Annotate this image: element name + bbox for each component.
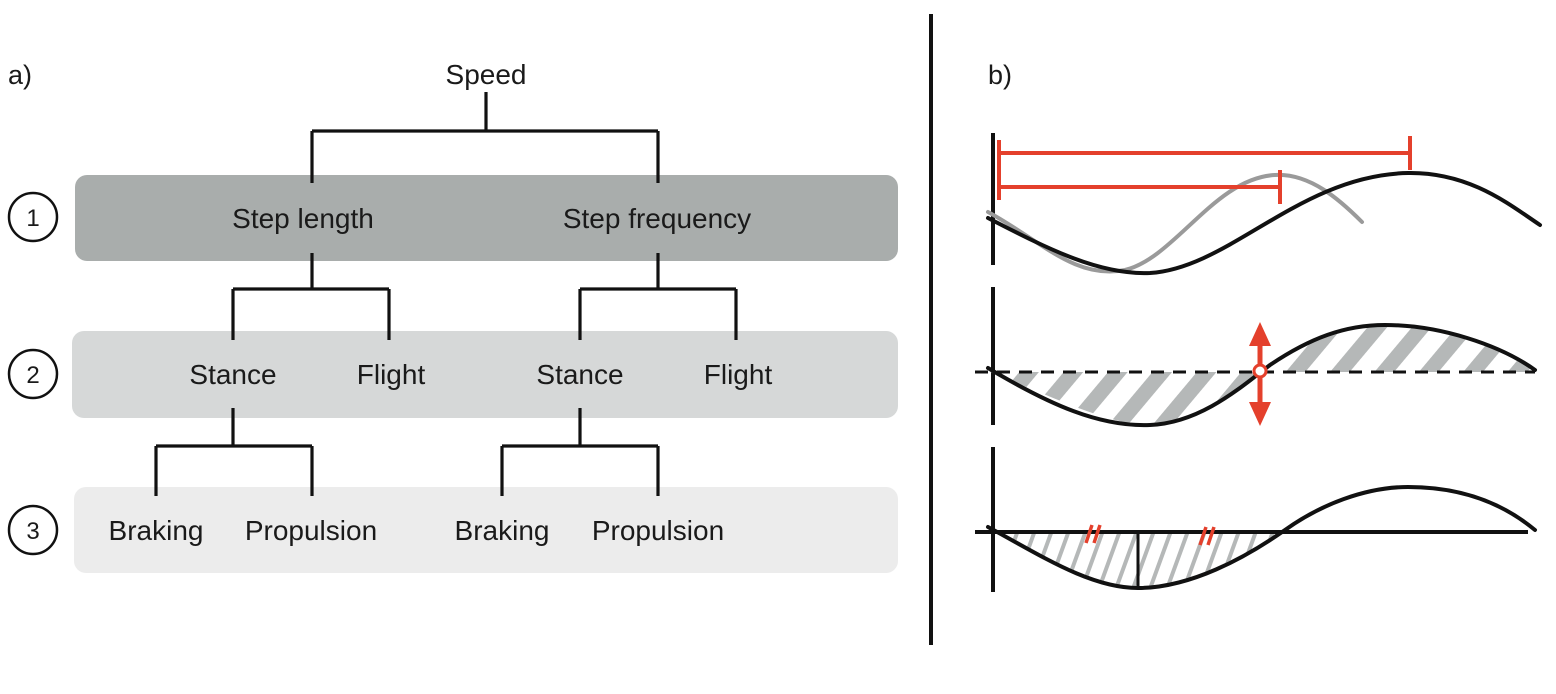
node-propulsion-2: Propulsion [592,515,724,546]
level-3-circle [7,504,59,556]
level-3-number: 3 [26,518,39,545]
node-flight-2: Flight [704,359,773,390]
level-1-circle [7,191,59,243]
black-curve-row-2 [986,322,1537,428]
level-1-band [75,175,898,261]
stance-area-hatch [995,532,1280,588]
node-step-frequency: Step frequency [563,203,751,234]
black-curve-row-1 [986,170,1542,276]
period-brackets [997,136,1412,204]
node-braking-2: Braking [455,515,550,546]
equal-mark-left [1084,524,1102,544]
node-step-length: Step length [232,203,374,234]
node-flight-1: Flight [357,359,426,390]
panel-a-label: a) [8,60,32,90]
level-1-number: 1 [26,205,39,232]
positive-area-hatch [1262,325,1535,372]
row-1-curves [986,170,1542,276]
crossing-point-marker [1252,363,1268,379]
arrow-up-icon [1249,322,1271,346]
level-2-circle [7,348,59,400]
level-2-band [72,331,898,418]
node-stance-2: Stance [536,359,623,390]
node-stance-1: Stance [189,359,276,390]
node-speed: Speed [446,59,527,90]
level-3-band [74,487,898,573]
gray-curve [986,172,1364,274]
equal-mark-right [1198,526,1216,546]
level-2-number: 2 [26,362,39,389]
arrow-down-icon [1249,402,1271,426]
tree-connectors [154,92,738,496]
panel-b-label: b) [988,60,1012,90]
row-3-curves [975,484,1537,591]
node-propulsion-1: Propulsion [245,515,377,546]
black-curve-row-3 [986,484,1537,591]
row-2-curves [975,322,1537,428]
node-braking-1: Braking [109,515,204,546]
